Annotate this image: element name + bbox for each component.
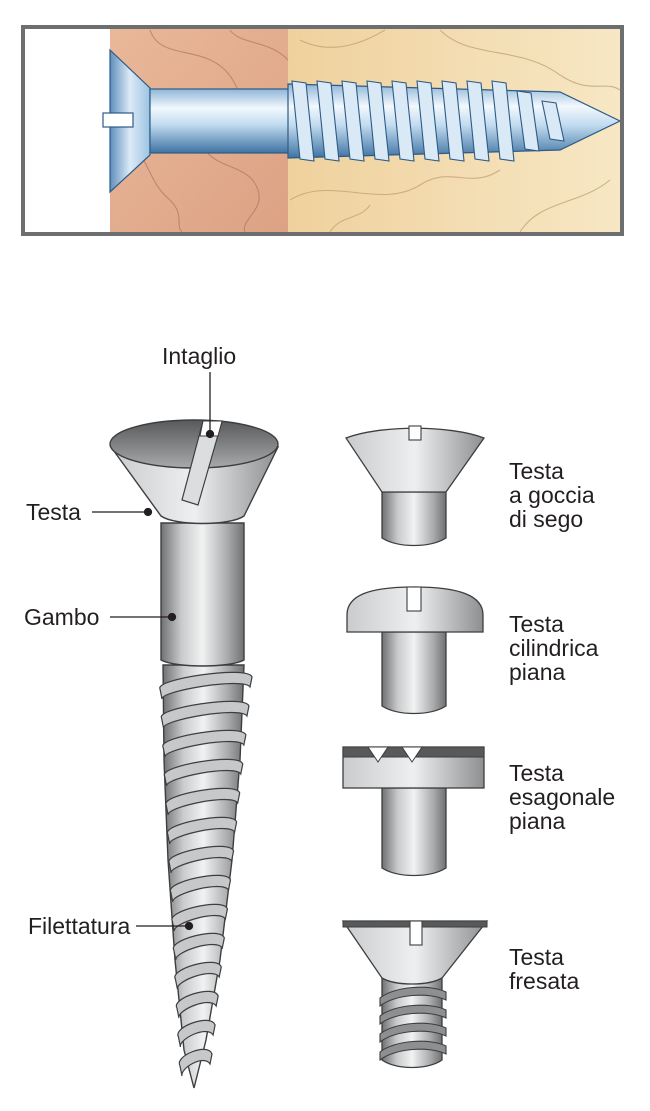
label-head-type-4: Testa fresata [509, 945, 579, 993]
thread-ridge [174, 961, 222, 990]
screw-slot-section [102, 112, 134, 128]
leader-lines [92, 372, 215, 931]
head-type-4-line1: Testa [509, 944, 564, 970]
dot-filettatura [184, 921, 194, 931]
head-type-3-line2: esagonale [509, 784, 616, 810]
head-type-cheese [342, 746, 485, 877]
thread-ridge [341, 80, 365, 162]
screw-slot-rim [199, 420, 223, 437]
head-type-2-line2: cilindrica [509, 635, 599, 661]
head-type-1-line2: a goccia [509, 482, 595, 508]
cs-slot [409, 920, 423, 946]
thread-ridge [541, 100, 565, 142]
thread-ridge [159, 671, 253, 700]
thread-ridge [162, 729, 247, 758]
thread-ridge [177, 1019, 216, 1048]
thread-ridge [379, 1004, 447, 1026]
head-type-countersunk [341, 920, 489, 1069]
thread-ridge [163, 758, 244, 787]
head-type-raised-countersunk [345, 425, 486, 547]
rc-head [345, 427, 486, 493]
head-type-3-line1: Testa [509, 760, 564, 786]
label-filettatura: Filettatura [28, 913, 131, 939]
thread-ridge [491, 80, 515, 162]
dot-testa [143, 507, 153, 517]
thread-ridge [165, 787, 241, 816]
screw-threads [159, 671, 253, 1077]
thread-ridge [379, 986, 447, 1008]
label-intaglio: Intaglio [162, 343, 237, 369]
label-head-type-2: Testa cilindrica piana [509, 612, 598, 684]
label-head-type-3: Testa esagonale piana [509, 761, 615, 833]
thread-ridge [160, 700, 250, 729]
head-type-1-line3: di sego [509, 506, 584, 532]
cheese-notches [367, 746, 423, 763]
thread-ridge [176, 990, 219, 1019]
screw-thread-ridges [291, 80, 565, 162]
head-type-1-line1: Testa [509, 458, 564, 484]
thread-ridge [379, 1040, 447, 1062]
rc-shank [381, 491, 447, 547]
thread-ridge [170, 874, 232, 903]
label-testa: Testa [26, 499, 81, 525]
thread-ridge [173, 932, 225, 961]
cheese-shank [381, 787, 447, 877]
thread-ridge [168, 845, 235, 874]
thread-ridge [416, 80, 440, 162]
panel-frame [21, 25, 624, 236]
thread-ridge [316, 80, 340, 162]
rc-slot [408, 425, 422, 441]
wood-cross-section [21, 25, 624, 236]
dot-gambo [167, 612, 177, 622]
label-head-type-1: Testa a goccia di sego [509, 459, 595, 531]
thread-ridge [466, 80, 490, 162]
pan-slot [406, 586, 422, 612]
thread-ridge [291, 80, 315, 162]
head-type-2-line1: Testa [509, 611, 564, 637]
thread-ridge [167, 816, 238, 845]
label-gambo: Gambo [24, 604, 100, 630]
wood-grain-back [289, 29, 621, 233]
thread-ridge [366, 80, 390, 162]
head-type-2-line3: piana [509, 659, 566, 685]
dot-intaglio [205, 429, 215, 439]
thread-ridge [441, 80, 465, 162]
thread-ridge [516, 90, 540, 152]
pan-shank [381, 631, 447, 715]
screw-shank-section [149, 88, 291, 154]
thread-ridge [379, 1022, 447, 1044]
cs-threads [379, 986, 447, 1062]
screw-shank [160, 522, 245, 667]
cs-head [341, 920, 489, 985]
thread-ridge [391, 80, 415, 162]
thread-ridge [178, 1048, 213, 1077]
head-type-3-line3: piana [509, 808, 566, 834]
head-type-pan [346, 586, 484, 715]
head-type-4-line2: fresata [509, 968, 580, 994]
main-screw [109, 419, 280, 1089]
thread-ridge [171, 903, 229, 932]
